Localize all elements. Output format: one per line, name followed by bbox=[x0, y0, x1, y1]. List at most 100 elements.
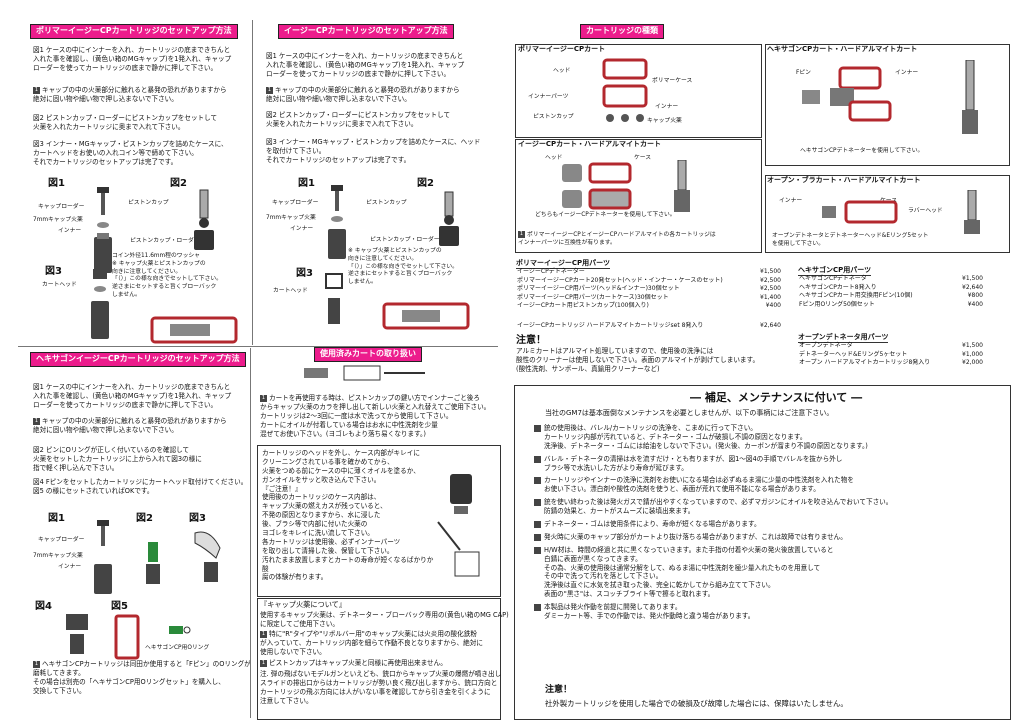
price-item-value: ¥1,500 bbox=[962, 342, 983, 349]
s4-cap-text1: 使用するキャップ火薬は、デトネーター・ブローバック専用の(黄色い箱のMG CAP… bbox=[260, 611, 509, 628]
s5-easy-box bbox=[515, 139, 762, 253]
s4-cartridge-diagram bbox=[304, 365, 425, 381]
s5-easy-head: ヘッド bbox=[545, 155, 563, 161]
bullet-square-icon bbox=[534, 425, 541, 432]
s2-cart-head-label: カートヘッド bbox=[273, 288, 308, 294]
maintenance-intro: 当社のGM7は基本面倒なメンテナンスを必要としませんが、以下の事柄にはご注意下さ… bbox=[545, 409, 834, 417]
price-item-name: オープンデトネータ bbox=[799, 342, 853, 349]
s1-fig1-label: 図1 bbox=[48, 178, 65, 189]
price-row: ヘキサゴンCPカート用交換用Fピン(10個)¥800 bbox=[796, 292, 986, 301]
price-item-value: ¥1,400 bbox=[760, 293, 781, 301]
price-item-value: ¥1,500 bbox=[962, 275, 983, 282]
s5-easy-drawing bbox=[562, 160, 690, 212]
s3-fig2-label: 図2 bbox=[136, 513, 153, 524]
price-row: イージーCPデトネーター¥1,500 bbox=[514, 268, 784, 277]
s2-fig1-label: 図1 bbox=[298, 178, 315, 189]
price-row: ポリマーイージーCPカート20発セット(ヘッド・インナー・ケースのセット) ¥2,… bbox=[514, 277, 784, 286]
bullet-square-icon bbox=[534, 533, 541, 541]
s3-step1-text: 図1 ケースの中にインナーを入れ、カートリッジの底まできちんと 入れた事を確認し… bbox=[33, 383, 232, 409]
s3-fig1-drawing bbox=[94, 520, 112, 594]
s2-step3-text: 図3 インナー・MGキャップ・ピストンカップを詰めたケースに、ヘッド を取付けて… bbox=[266, 138, 481, 164]
s5-open-box bbox=[765, 175, 1010, 253]
s2-cartridge-cutaway bbox=[382, 302, 470, 330]
price-item-name: ポリマーイージーCP用パーツ(カートケース)30個セット bbox=[517, 293, 669, 301]
section-title-hexagon-setup: ヘキサゴンイージーCPカートリッジのセットアップ方法 bbox=[30, 352, 246, 367]
s5-hex-box bbox=[765, 44, 1010, 166]
price-item-value: ¥800 bbox=[967, 292, 983, 300]
price-row: ヘキサゴンCPカート8発入り¥2,640 bbox=[796, 284, 986, 293]
s1-cart-head-label: カートヘッド bbox=[42, 282, 77, 288]
s5-open-note: オープンデトネータとデトネーターヘッド&Eリング5セット を使用して下さい。 bbox=[772, 233, 929, 247]
section-title-easycp-setup: イージーCPカートリッジのセットアップ方法 bbox=[278, 24, 454, 39]
s3-fig5-drawing bbox=[114, 614, 140, 660]
s3-step3-text: 図4 Fピンをセットしたカートリッジにカートヘッド取付けてください。 図5 の様… bbox=[33, 478, 248, 495]
s5-hex-inner: インナー bbox=[895, 70, 919, 76]
price-row: イージーCPカート用ピストンカップ(100個入り)¥400 bbox=[514, 302, 784, 311]
s5-open-rubber: ラバーヘッド bbox=[908, 208, 943, 214]
s1-piston-cup-label: ピストンカップ bbox=[128, 200, 169, 206]
price-item-name: オープン ハードアルマイトカートリッジ8発入り bbox=[799, 359, 931, 367]
maintenance-title: ― 補足、メンテナンスに付いて ― bbox=[690, 391, 863, 404]
s1-cartridge-cutaway bbox=[150, 316, 238, 344]
s3-fig1-label: 図1 bbox=[48, 513, 65, 524]
s1-step2-text: 図2 ピストンカップ・ローダーにピストンカップをセットして 火薬を入れたカートリ… bbox=[33, 114, 218, 131]
s2-step2-text: 図2 ピストンカップ・ローダーにピストンカップをセットして 火薬を入れたカートリ… bbox=[266, 111, 451, 128]
s3-fig2-drawing bbox=[146, 542, 160, 584]
price-item-value: ¥400 bbox=[967, 300, 983, 308]
s5-polymer-box bbox=[515, 44, 762, 138]
price-row: ポリマーイージーCP用パーツ(カートケース)30個セット ¥1,400 bbox=[514, 294, 784, 303]
price-item-value: ¥1,500 bbox=[760, 268, 781, 275]
s5-polymer-piston: ピストンカップ bbox=[533, 114, 574, 120]
s2-fig2-label: 図2 bbox=[417, 178, 434, 189]
price-row: イージーCPカートリッジ ハードアルマイトカートリッジset 8発入り ¥2,64… bbox=[514, 322, 784, 331]
maintenance-item: 銃を使い終わった後は発火ガスで錆が出やすくなっていますので、必ずマガジンにオイル… bbox=[534, 498, 1004, 516]
s5-polymer-head: ヘッド bbox=[553, 68, 571, 74]
note-text: アルミカートはアルマイト処理していますので、使用後の洗浄には 酸性のクリーナーは… bbox=[516, 347, 760, 373]
section-title-used-cartridge: 使用済みカートの取り扱い bbox=[314, 347, 422, 362]
price-item-value: ¥2,000 bbox=[962, 359, 983, 367]
price-item-name: ヘキサゴンCPデトネータ bbox=[799, 275, 867, 282]
s3-step2-text: 図2 ピンにOリングが正しく付いているのを確認して 火薬をセットしたカートリッジ… bbox=[33, 446, 202, 472]
s5-polymer-drawing bbox=[602, 58, 648, 122]
s5-open-title: オープン・ブラカート・ハードアルマイトカート bbox=[767, 176, 921, 184]
s4-cap-box bbox=[257, 598, 501, 720]
s3-cap-loader-label: キャップローダー bbox=[38, 537, 85, 543]
s5-easy-title: イージーCPカート・ハードアルマイトカート bbox=[518, 140, 662, 148]
maintenance-list: 銃の使用後は、バレル/カートリッジの洗浄を、こまめに行って下さい。 カートリッジ… bbox=[534, 424, 1004, 625]
price-open-title: オープンデトネータ用パーツ bbox=[798, 333, 889, 344]
maintenance-item: 銃の使用後は、バレル/カートリッジの洗浄を、こまめに行って下さい。 カートリッジ… bbox=[534, 424, 1004, 451]
s2-fig3-drawing bbox=[325, 273, 343, 324]
s5-open-drawing bbox=[822, 190, 980, 234]
s5-polymer-case: ポリマーケース bbox=[652, 78, 693, 84]
price-row: ポリマーイージーCP用パーツ(ヘッド&インナー)30個セット¥2,500 bbox=[514, 285, 784, 294]
s5-polymer-title: ポリマーイージーCPカート bbox=[518, 45, 606, 53]
price-item-name: イージーCPカートリッジ ハードアルマイトカートリッジset 8発入り bbox=[517, 322, 704, 329]
note-title: 注意！ bbox=[516, 335, 546, 346]
s4-cleaning-box bbox=[257, 445, 501, 597]
s2-piston-cup-label: ピストンカップ bbox=[366, 200, 407, 206]
s3-fig3-label: 図3 bbox=[189, 513, 206, 524]
s1-mgcap-label: 7mmキャップ火薬 bbox=[33, 217, 83, 223]
s2-mgcap-label: 7mmキャップ火薬 bbox=[266, 215, 316, 221]
price-table-hard: イージーCPカートリッジ ハードアルマイトカートリッジset 8発入り ¥2,64… bbox=[514, 322, 784, 331]
s2-fig2-drawing bbox=[439, 191, 459, 246]
s2-cap-loader-label: キャップローダー bbox=[272, 200, 319, 206]
s5-easy-case: ケース bbox=[634, 155, 652, 161]
s3-fig3-drawing bbox=[194, 531, 221, 582]
bullet-square-icon bbox=[534, 604, 541, 612]
s2-fig3-label: 図3 bbox=[296, 268, 313, 279]
price-item-value: ¥2,500 bbox=[760, 276, 781, 284]
maintenance-item: バレル・デトネータの清掃は水を流すだけ・とも有りますが、図1～図4の手順でバレル… bbox=[534, 455, 1004, 473]
s5-polymer-cap: キャップ火薬 bbox=[647, 118, 682, 124]
maintenance-item: カートリッジやインナーの洗浄に洗剤をお使いになる場合は必ずぬるま湯に少量の中性洗… bbox=[534, 476, 1004, 494]
price-item-value: ¥2,640 bbox=[962, 283, 983, 291]
price-item-value: ¥2,640 bbox=[760, 322, 781, 329]
price-item-name: ポリマーイージーCPカート20発セット(ヘッド・インナー・ケースのセット) bbox=[517, 276, 723, 284]
s4-cap-text4: 注. 弾の飛ばないモデルガンといえども、銃口からキャップ火薬の爆燃が噴き出し ス… bbox=[260, 670, 502, 705]
price-item-name: イージーCPカート用ピストンカップ(100個入り) bbox=[517, 302, 649, 310]
